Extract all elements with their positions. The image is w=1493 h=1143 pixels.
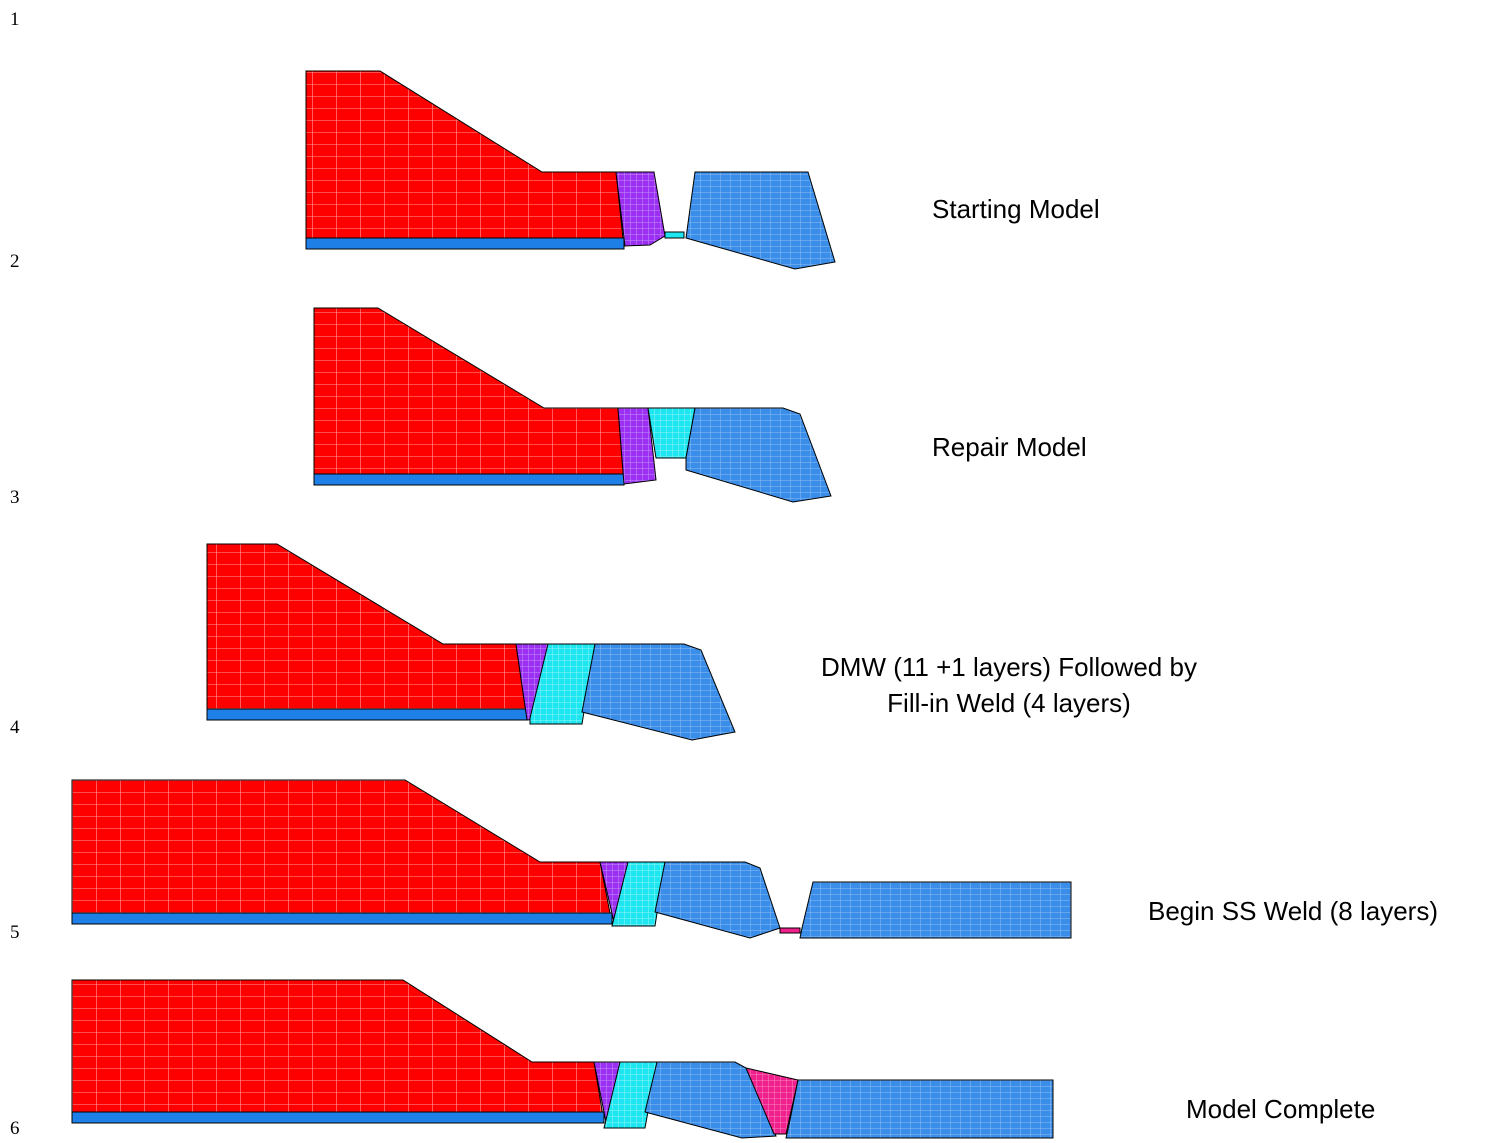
stage-label-dmw-line2: Fill-in Weld (4 layers) <box>887 688 1131 718</box>
safe-end <box>581 643 736 741</box>
row-number-4: 4 <box>10 717 20 738</box>
row-number-2: 2 <box>10 251 20 272</box>
pipe <box>799 881 1072 939</box>
stage-label-begin-ss-weld: Begin SS Weld (8 layers) <box>1148 896 1438 926</box>
dmw-weld <box>611 861 666 927</box>
safe-end <box>685 171 836 270</box>
row-number-6: 6 <box>10 1118 20 1139</box>
row-number-1: 1 <box>10 9 20 30</box>
clad-liner <box>71 1111 605 1124</box>
stage-5-model-complete <box>71 979 1054 1139</box>
stage-label-dmw-line1: DMW (11 +1 layers) Followed by <box>821 652 1197 682</box>
weld-root-gap <box>664 231 685 239</box>
safe-end <box>654 861 781 939</box>
stage-label-repair-model: Repair Model <box>932 432 1087 462</box>
safe-end <box>644 1061 777 1139</box>
butter-layer <box>617 407 657 485</box>
stage-4-begin-ss-weld <box>71 779 1072 939</box>
clad-liner <box>206 708 528 721</box>
row-number-3: 3 <box>10 487 20 508</box>
stage-label-starting-model: Starting Model <box>932 194 1100 224</box>
nozzle-body <box>71 779 613 924</box>
butter-layer <box>615 171 666 247</box>
safe-end <box>685 407 832 503</box>
stage-2-repair-model <box>313 307 832 503</box>
clad-liner <box>313 473 625 486</box>
row-number-5: 5 <box>10 922 20 943</box>
clad-liner <box>305 237 625 250</box>
stage-label-dmw: DMW (11 +1 layers) Followed by Fill-in W… <box>778 649 1240 721</box>
pipe <box>785 1079 1054 1139</box>
ss-weld-root <box>779 927 801 934</box>
clad-liner <box>71 912 613 925</box>
stage-3-dmw-fill-in <box>206 543 736 741</box>
nozzle-body <box>206 543 528 721</box>
dmw-weld <box>529 643 596 725</box>
nozzle-body <box>71 979 605 1123</box>
stage-1-starting-model <box>305 70 836 270</box>
nozzle-body <box>305 70 625 249</box>
stage-label-model-complete: Model Complete <box>1186 1094 1376 1124</box>
nozzle-body <box>313 307 625 485</box>
ss-weld <box>745 1067 799 1135</box>
dmw-weld <box>603 1061 658 1129</box>
